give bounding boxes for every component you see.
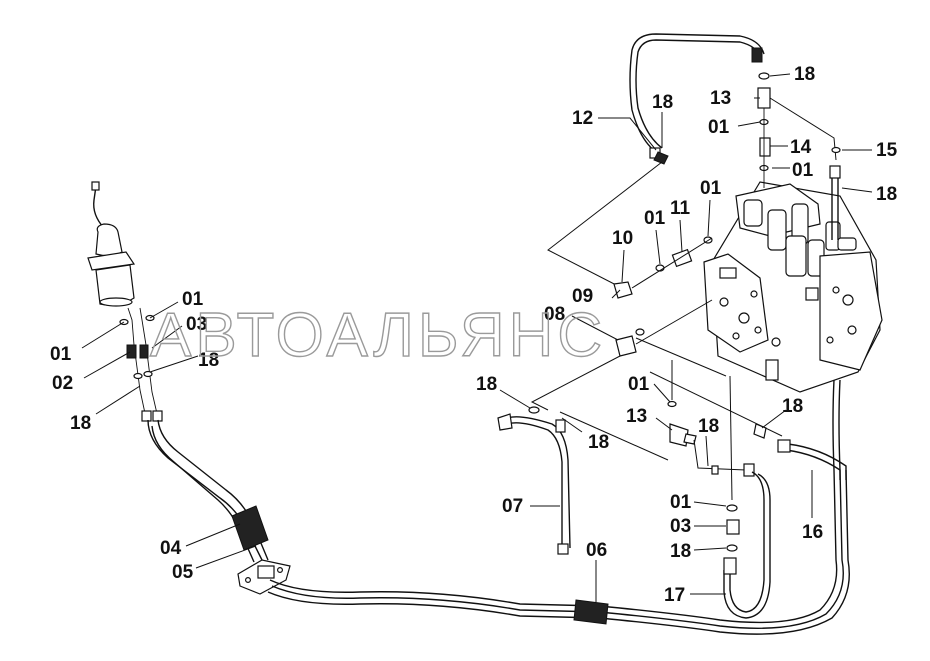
main-harness [267,379,850,635]
label-01: 01 [708,117,730,138]
label-02: 02 [52,373,73,394]
label-01: 01 [182,289,204,310]
label-18: 18 [70,413,91,434]
label-13: 13 [710,88,731,109]
watermark: АВТОАЛЬЯНС [150,301,606,370]
top-fittings [757,72,841,188]
label-18: 18 [198,350,219,371]
control-valve-block [703,181,883,393]
leader-lines [81,73,873,602]
hose-17 [723,471,771,619]
label-03: 03 [670,516,691,537]
label-01: 01 [670,492,692,513]
joystick-hoses [126,307,269,563]
label-18: 15 [876,140,898,161]
label-18: 18 [476,374,497,395]
lower-tee [667,360,755,477]
label-17: 17 [664,585,685,606]
label-18: 18 [794,64,815,85]
lower-column-fittings [726,375,740,552]
label-18: 18 [652,92,673,113]
label-08: 08 [544,304,565,325]
pilot-joystick [87,181,136,307]
label-13: 13 [626,406,647,427]
hose-bracket [237,559,291,595]
middle-fittings [530,161,727,411]
label-05: 05 [172,562,194,583]
label-01: 01 [792,160,814,181]
label-10: 10 [612,228,633,249]
label-01: 01 [628,374,650,395]
label-18: 18 [698,416,719,437]
label-18: 18 [782,396,803,417]
hose-16 [649,371,847,480]
part-labels: 01 01 03 02 18 18 04 05 12 18 10 01 11 0… [50,64,898,606]
label-12: 12 [572,108,593,129]
label-18: 18 [670,541,691,562]
hose-12 [629,33,765,165]
label-04: 04 [160,538,182,559]
label-01: 01 [50,344,72,365]
hose-07 [497,406,669,555]
label-11: 11 [670,198,691,219]
label-09: 09 [572,286,593,307]
label-18: 18 [588,432,609,453]
label-14: 14 [790,137,812,158]
hose-15 [829,165,841,240]
label-01: 01 [644,208,666,229]
label-07: 07 [502,496,523,517]
label-15: 18 [876,184,897,205]
label-06: 06 [586,540,607,561]
label-03: 03 [186,314,207,335]
label-16: 16 [802,522,823,543]
label-01: 01 [700,178,722,199]
